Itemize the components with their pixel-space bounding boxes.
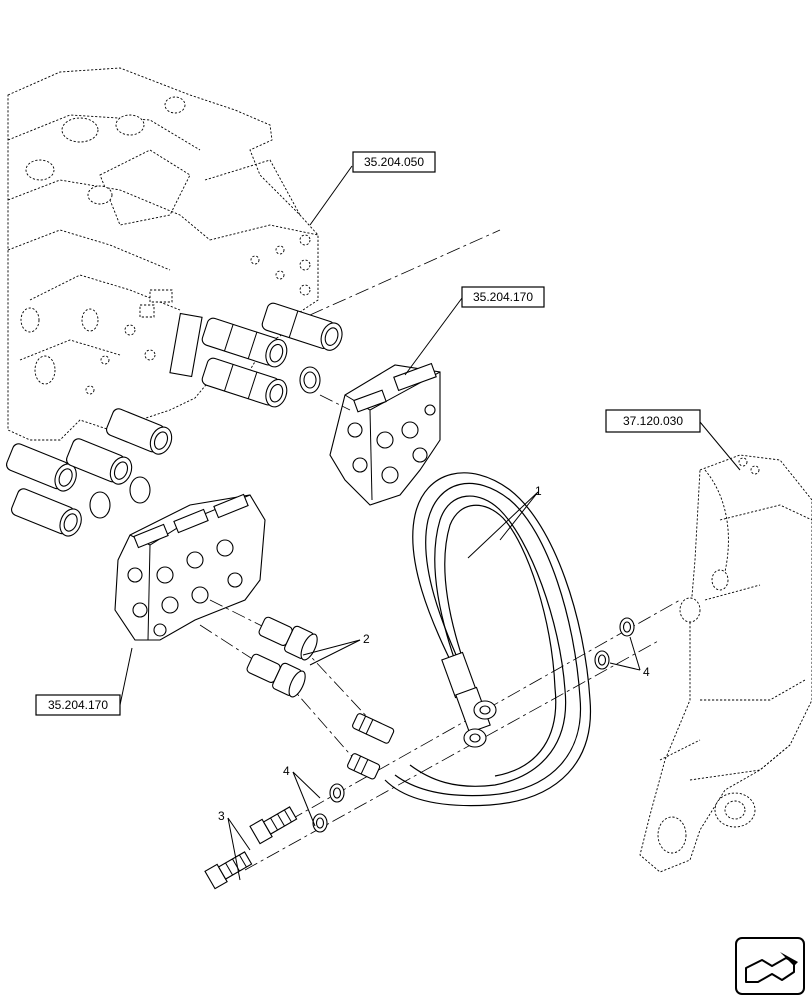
callout-3-banjo-bolts: 3 — [218, 809, 225, 823]
reference-35-204-170-lower[interactable]: 35.204.170 — [35, 694, 121, 716]
reference-label: 35.204.050 — [364, 155, 424, 169]
reference-label: 37.120.030 — [623, 414, 683, 428]
callout-4-washers-right: 4 — [643, 665, 650, 679]
reference-35-204-170-upper[interactable]: 35.204.170 — [461, 286, 545, 308]
hydraulic-hose-assembly — [347, 472, 592, 807]
sealing-washers — [312, 617, 635, 833]
quick-couplers-lower — [6, 408, 173, 537]
reference-label: 35.204.170 — [473, 290, 533, 304]
coupler-manifold-lower — [114, 493, 266, 641]
reference-37-120-030[interactable]: 37.120.030 — [605, 409, 701, 433]
reference-35-204-050[interactable]: 35.204.050 — [352, 151, 436, 173]
callout-2-adapters: 2 — [363, 632, 370, 646]
quick-couplers-upper — [169, 302, 343, 408]
view-direction-arrow-icon — [735, 937, 805, 995]
callout-4-washers-left: 4 — [283, 764, 290, 778]
coupler-manifold-upper — [329, 362, 441, 506]
adapter-fittings — [246, 616, 318, 698]
leader-lines — [119, 165, 741, 881]
lift-cylinder — [639, 454, 812, 873]
reference-label: 35.204.170 — [48, 698, 108, 712]
callout-1-hose: 1 — [535, 484, 542, 498]
